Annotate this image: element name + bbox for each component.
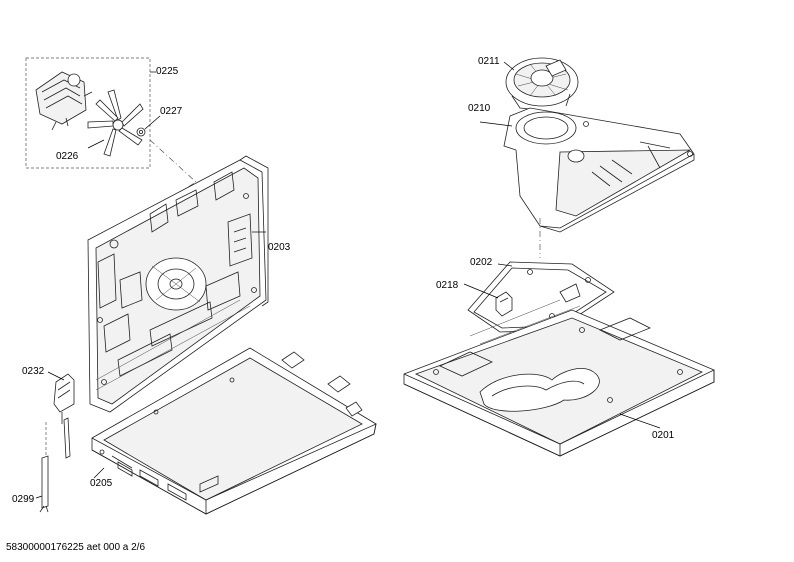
label-0210: 0210	[468, 103, 491, 114]
detail-box	[25, 57, 151, 169]
label-0211: 0211	[478, 56, 500, 67]
label-0226: 0226	[56, 151, 79, 162]
fan-nut	[136, 127, 146, 137]
fan-motor-group	[25, 57, 161, 169]
fan-wheel	[87, 89, 144, 157]
label-0201: 0201	[652, 430, 675, 441]
label-0227: 0227	[160, 106, 183, 117]
label-0205: 0205	[90, 478, 113, 489]
label-0299: 0299	[12, 494, 35, 505]
sensor-group	[35, 371, 75, 513]
base-tray	[403, 299, 715, 457]
microswitch	[495, 291, 513, 317]
label-0203: 0203	[268, 242, 291, 253]
rear-panel	[87, 155, 269, 413]
label-0218: 0218	[436, 280, 459, 291]
document-reference: 58300000176225 aet 000 a 2/6	[6, 542, 146, 553]
bottom-tray	[91, 347, 377, 515]
cooling-fan	[503, 57, 579, 111]
air-duct	[479, 107, 695, 233]
label-0225: 0225	[156, 66, 179, 77]
fan-motor	[35, 71, 93, 131]
label-0202: 0202	[470, 257, 493, 268]
label-0232: 0232	[22, 366, 45, 377]
